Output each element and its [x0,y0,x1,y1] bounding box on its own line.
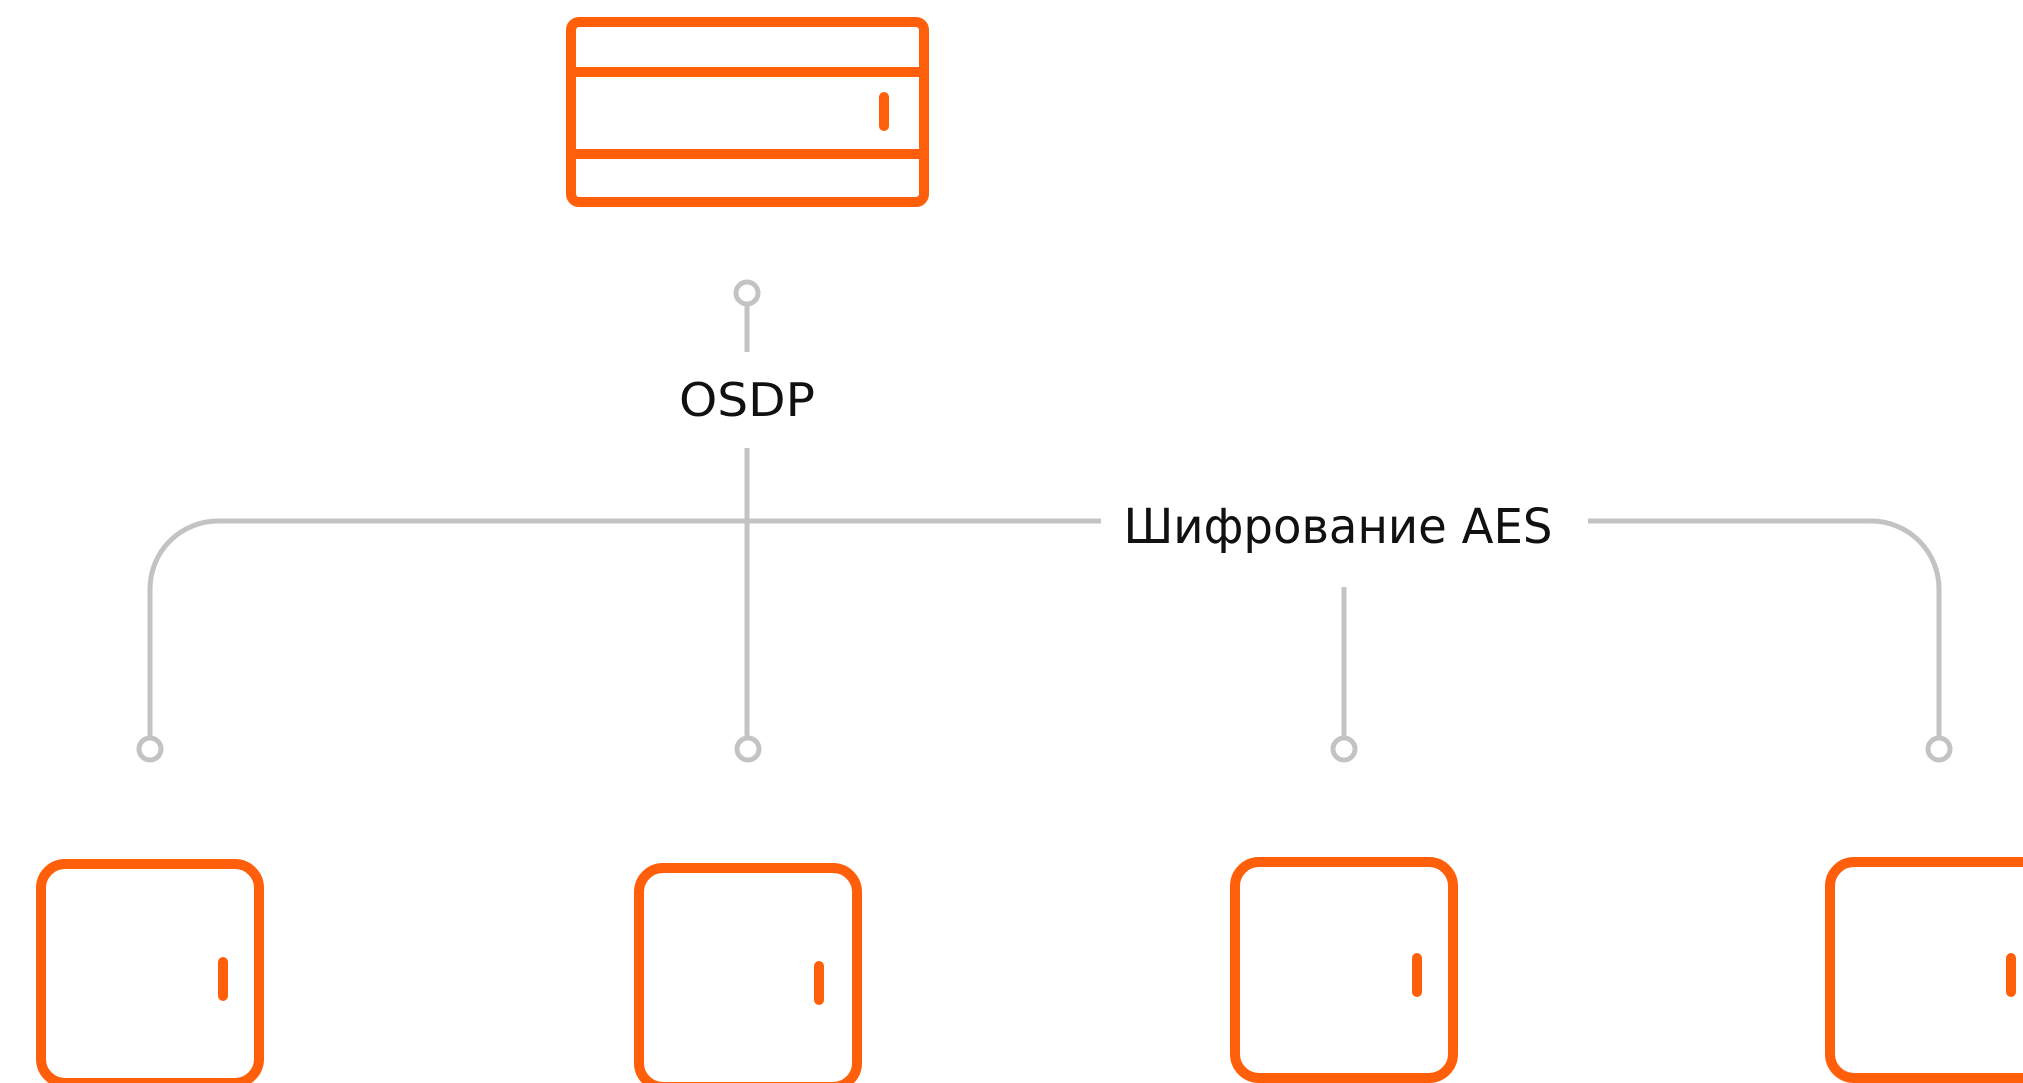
osdp-label: OSDP [679,373,815,427]
door-1-icon [36,859,264,1083]
controller-body [566,17,929,207]
aes-encryption-label: Шифрование AES [1124,499,1553,555]
right-branch-line [1588,518,1942,738]
door-4-port-node [1925,735,1953,763]
door-1-body [36,859,264,1083]
door-3-icon [1230,857,1458,1083]
door-2-icon [634,863,862,1083]
door-icons [36,857,2023,1083]
door-3-body [1230,857,1458,1083]
controller-icon [566,17,929,207]
door-4-icon [1825,857,2023,1083]
door-3-port-node [1330,735,1358,763]
door-2-port-node [734,735,762,763]
left-branch-line [147,518,1101,738]
controller-port-node [733,279,761,307]
door-1-port-node [136,735,164,763]
connector-nodes [136,279,1953,763]
door-4-body [1825,857,2023,1083]
door-2-body [634,863,862,1083]
connector-lines [147,300,1942,738]
